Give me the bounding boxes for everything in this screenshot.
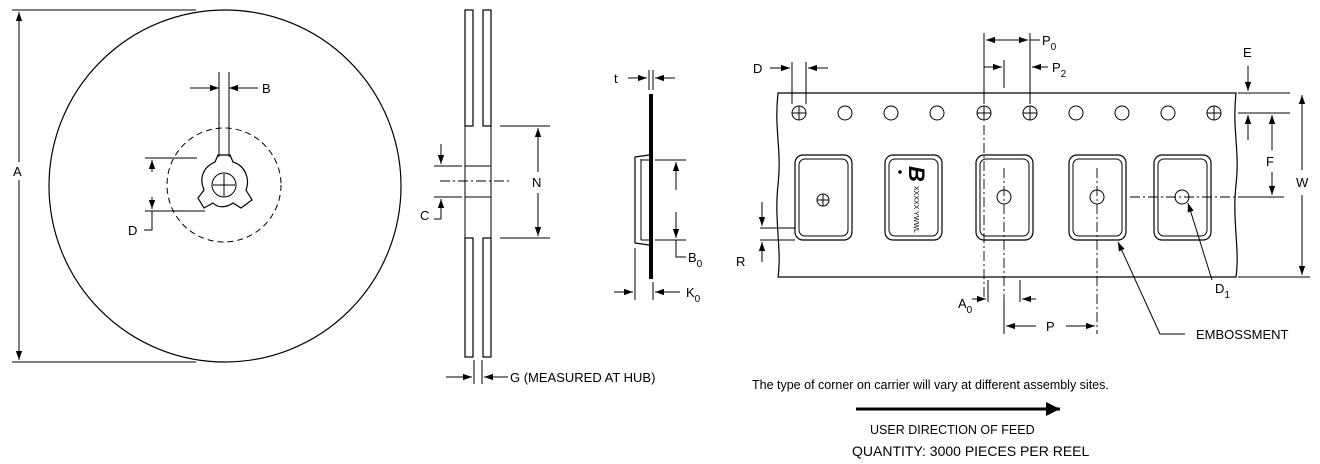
label-D-sprocket: D — [753, 61, 762, 76]
label-N: N — [532, 175, 541, 190]
label-P: P — [1046, 319, 1055, 334]
label-F: F — [1266, 154, 1274, 169]
tape-outline — [776, 92, 1238, 278]
reel-side-view: N C G (MEASURED AT HUB) — [420, 9, 655, 385]
dim-B: B — [190, 72, 271, 157]
feed-direction-label: USER DIRECTION OF FEED — [870, 423, 1035, 437]
label-G: G (MEASURED AT HUB) — [510, 370, 655, 385]
label-C: C — [420, 208, 429, 223]
label-embossment: EMBOSSMENT — [1196, 327, 1289, 342]
label-A: A — [13, 164, 22, 179]
reel-outline — [48, 9, 402, 363]
package-marking: B XXXXX YWWL — [904, 166, 929, 233]
dim-A: A — [12, 9, 196, 363]
label-P0: P0 — [1042, 33, 1057, 53]
svg-text:XXXXX YWWL: XXXXX YWWL — [912, 186, 919, 233]
reel-front-view: A B D — [12, 9, 402, 363]
label-D1: D1 — [1215, 281, 1230, 301]
label-R: R — [736, 254, 745, 269]
label-B0: B0 — [688, 250, 703, 270]
dim-D-hub: D — [128, 157, 205, 238]
label-K0: K0 — [686, 285, 701, 305]
label-t: t — [614, 71, 618, 86]
label-B: B — [262, 81, 271, 96]
pockets: B XXXXX YWWL — [794, 154, 1212, 241]
hub-outline — [166, 127, 282, 243]
corner-note: The type of corner on carrier will vary … — [752, 378, 1109, 392]
label-D-hub: D — [128, 223, 137, 238]
tape-cross-section: t B0 K0 — [614, 70, 703, 305]
sprocket-holes — [791, 105, 1222, 121]
label-A0: A0 — [958, 296, 973, 316]
carrier-tape-top-view: B XXXXX YWWL D P — [736, 33, 1310, 342]
label-P2: P2 — [1052, 60, 1067, 80]
svg-text:B: B — [904, 166, 929, 182]
label-W: W — [1296, 175, 1309, 190]
quantity-label: QUANTITY: 3000 PIECES PER REEL — [852, 443, 1090, 459]
label-E: E — [1243, 45, 1252, 60]
notes: The type of corner on carrier will vary … — [752, 378, 1109, 459]
hub-key-icon — [197, 154, 253, 209]
